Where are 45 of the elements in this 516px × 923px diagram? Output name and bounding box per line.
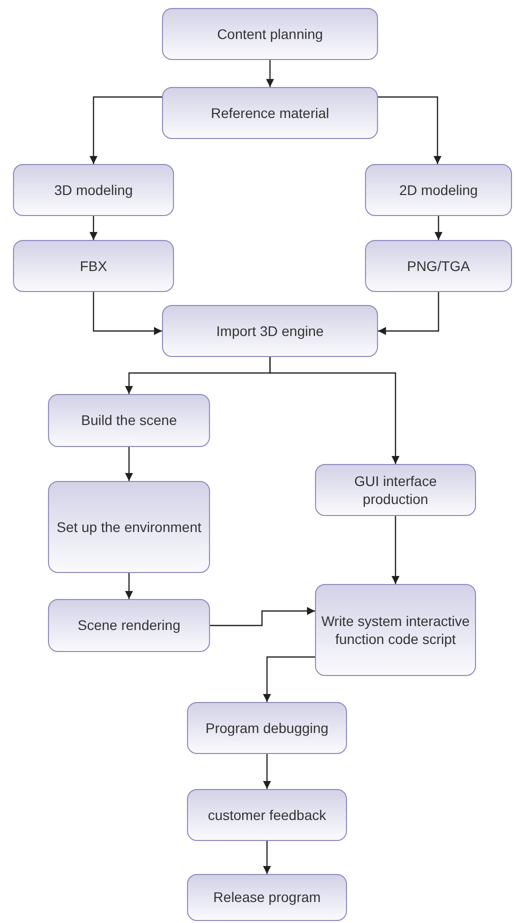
box-label: Release program — [213, 888, 321, 907]
box-label: Build the scene — [81, 411, 177, 430]
process-box — [13, 164, 174, 216]
arrow — [263, 841, 271, 874]
box-label: FBX — [80, 256, 108, 276]
arrow — [269, 357, 400, 464]
box-label: PNG/TGA — [406, 256, 470, 276]
arrow — [90, 96, 162, 164]
arrow — [125, 447, 133, 481]
process-box — [48, 394, 210, 447]
process-box — [315, 584, 476, 676]
box-label: Import 3D engine — [216, 322, 324, 340]
process-box — [187, 702, 347, 754]
arrow — [378, 96, 442, 164]
process-box — [365, 240, 512, 292]
arrow — [266, 60, 274, 87]
arrow — [90, 216, 98, 240]
process-box — [162, 305, 378, 357]
arrow — [263, 656, 315, 702]
process-box — [315, 464, 476, 516]
box-label: Content planning — [217, 24, 323, 44]
arrow — [263, 754, 271, 789]
box-label: customer feedback — [208, 806, 326, 824]
process-box — [162, 8, 378, 60]
process-box — [13, 240, 174, 292]
box-label: Reference material — [210, 104, 330, 122]
box-label: Write system interactive function code script — [320, 612, 471, 648]
arrow — [210, 607, 315, 626]
arrow — [92, 292, 162, 335]
process-box — [187, 789, 347, 841]
arrow — [392, 516, 400, 584]
box-label: 3D modeling — [54, 180, 133, 200]
process-box — [48, 481, 210, 573]
process-box — [48, 599, 210, 652]
box-label: Program debugging — [206, 718, 328, 738]
box-label: 2D modeling — [399, 180, 478, 200]
arrow — [434, 216, 442, 240]
box-label: Scene rendering — [78, 616, 180, 635]
process-box — [162, 87, 378, 139]
box-label: GUI interface production — [353, 472, 438, 508]
process-box — [187, 874, 347, 921]
arrow — [378, 292, 440, 335]
arrow — [125, 573, 133, 599]
process-box — [365, 164, 512, 216]
box-label: Set up the environment — [56, 518, 202, 536]
